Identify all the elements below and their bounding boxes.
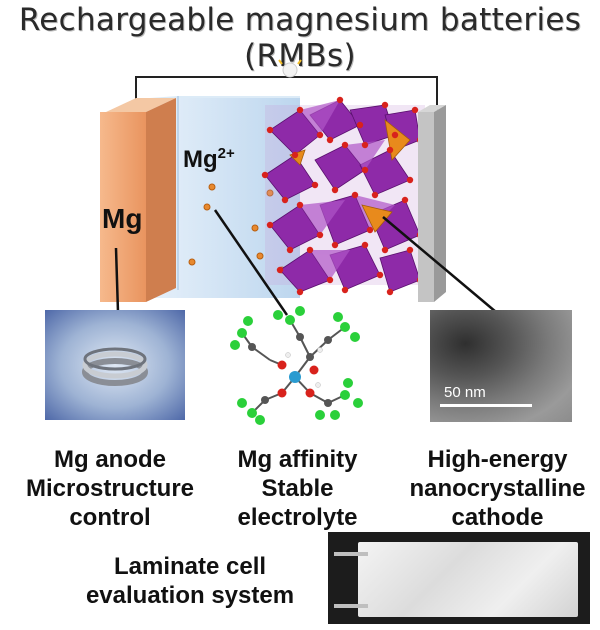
- anode-caption-line3: control: [69, 504, 151, 531]
- laminate-caption-line1: Laminate cell: [113, 553, 267, 580]
- electrolyte-region: [150, 98, 300, 298]
- cathode-crystal-structure: [261, 96, 425, 296]
- battery-schematic: [100, 59, 497, 316]
- tem-scale-label: 50 nm: [444, 384, 486, 401]
- current-collector-front: [418, 112, 434, 302]
- laminate-cell-photo: [328, 532, 590, 624]
- cathode-caption: High-energy nanocrystalline cathode: [400, 445, 595, 532]
- electrolyte-caption-line2: Stable: [261, 475, 334, 502]
- cathode-caption-line2: nanocrystalline: [409, 475, 586, 502]
- electrolyte-caption: Mg affinity Stable electrolyte: [215, 445, 380, 532]
- tem-image: 50 nm: [430, 310, 572, 422]
- diagram-title-line1: Rechargeable magnesium batteries: [18, 2, 582, 38]
- mg-anode-slab-front: [100, 112, 146, 302]
- laminate-pouch: [358, 542, 578, 617]
- mg-ion-label: Mg2+: [183, 145, 235, 174]
- electrolyte-pointer-line: [213, 209, 289, 316]
- electrolyte-molecule: [230, 306, 363, 425]
- electrolyte-caption-line1: Mg affinity: [237, 446, 358, 473]
- laminate-caption: Laminate cell evaluation system: [60, 552, 320, 610]
- tem-scale-bar: [440, 404, 532, 407]
- laminate-tab-bottom: [334, 604, 368, 608]
- mg-anode-slab-top: [106, 98, 176, 112]
- anode-caption: Mg anode Microstructure control: [5, 445, 215, 532]
- light-bulb-icon: [278, 59, 302, 78]
- anode-label: Mg: [102, 203, 143, 234]
- current-collector-top: [418, 105, 446, 112]
- cathode-pointer-line: [382, 216, 497, 313]
- anode-pointer-line: [114, 247, 120, 313]
- laminate-caption-line2: evaluation system: [85, 582, 295, 609]
- cathode-caption-line3: cathode: [451, 504, 544, 531]
- mg-ion-symbol: Mg: [183, 146, 218, 173]
- current-collector-side: [434, 105, 446, 302]
- anode-caption-line1: Mg anode: [54, 446, 166, 473]
- anode-caption-line2: Microstructure: [25, 475, 195, 502]
- electrolyte-caption-line3: electrolyte: [237, 504, 358, 531]
- laminate-tab-top: [334, 552, 368, 556]
- cathode-caption-line1: High-energy: [427, 446, 568, 473]
- diagram-title-line2: (RMBs): [244, 38, 356, 74]
- mg-ion-charge: 2+: [217, 145, 235, 162]
- mg-anode-slab-side: [146, 98, 176, 302]
- mg-anode-photo: [45, 310, 185, 420]
- circuit-wire: [135, 76, 438, 110]
